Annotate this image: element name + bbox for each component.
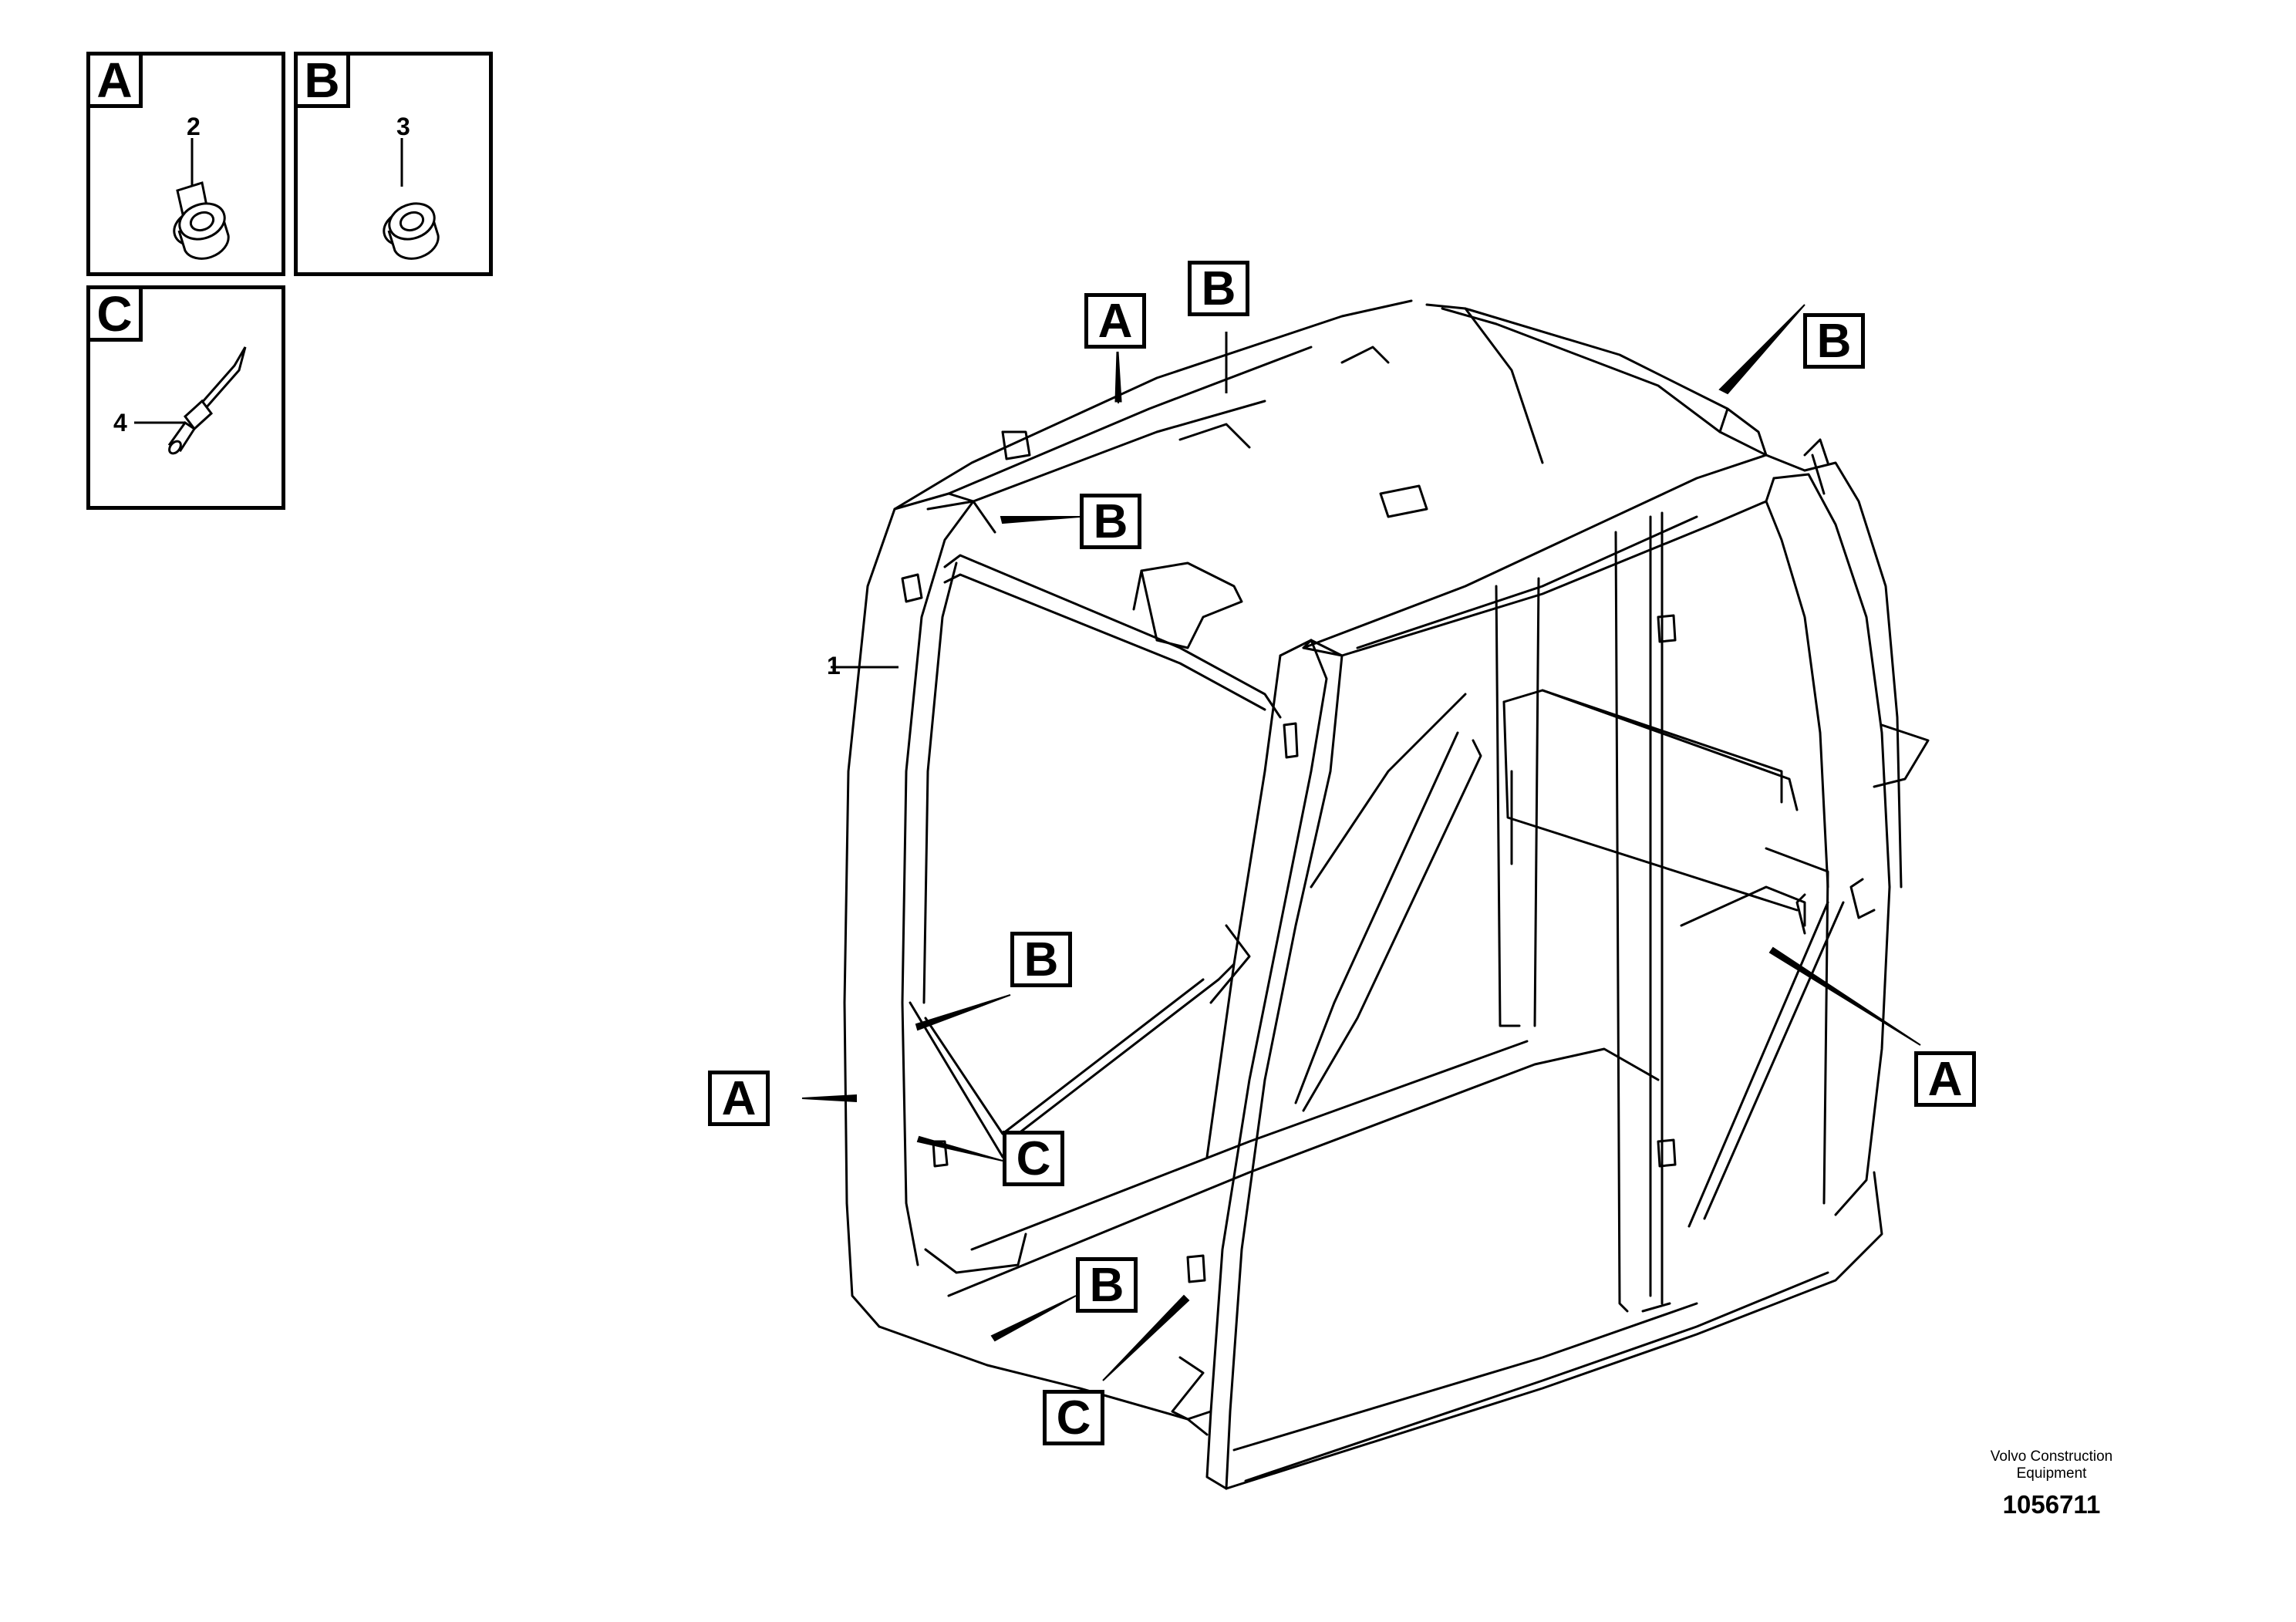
legend-box-a: A 2 (86, 52, 285, 276)
nut-icon (383, 138, 440, 260)
credit-line-2: Equipment (2016, 1465, 2087, 1482)
callout-b-bottom: B (1076, 1257, 1138, 1313)
callout-b-top-right: B (1803, 313, 1865, 369)
callout-c-middle: C (1003, 1131, 1064, 1186)
callout-a-left: A (708, 1071, 770, 1126)
manufacturer-credit: Volvo Construction Equipment (1959, 1448, 2144, 1482)
callout-a-right: A (1914, 1051, 1976, 1107)
callout-b-upper-left: B (1080, 494, 1141, 549)
legend-box-b: B 3 (294, 52, 493, 276)
main-part-number: 1 (827, 652, 841, 679)
drawing-number: 1056711 (2002, 1490, 2101, 1519)
legend-letter: C (90, 289, 143, 342)
legend-letter: B (298, 56, 350, 108)
part-number-label: 3 (396, 113, 410, 140)
nut-icon (173, 138, 230, 260)
part-number-label: 2 (187, 113, 201, 140)
credit-line-1: Volvo Construction (1990, 1448, 2113, 1465)
callout-a-top: A (1084, 293, 1146, 349)
rivet-icon (134, 346, 247, 455)
legend-box-c: C 4 (86, 285, 285, 510)
part-number-label: 4 (113, 409, 127, 437)
callout-b-top: B (1188, 261, 1249, 316)
callout-b-middle: B (1010, 932, 1072, 987)
legend-letter: A (90, 56, 143, 108)
callout-c-bottom: C (1043, 1390, 1104, 1445)
